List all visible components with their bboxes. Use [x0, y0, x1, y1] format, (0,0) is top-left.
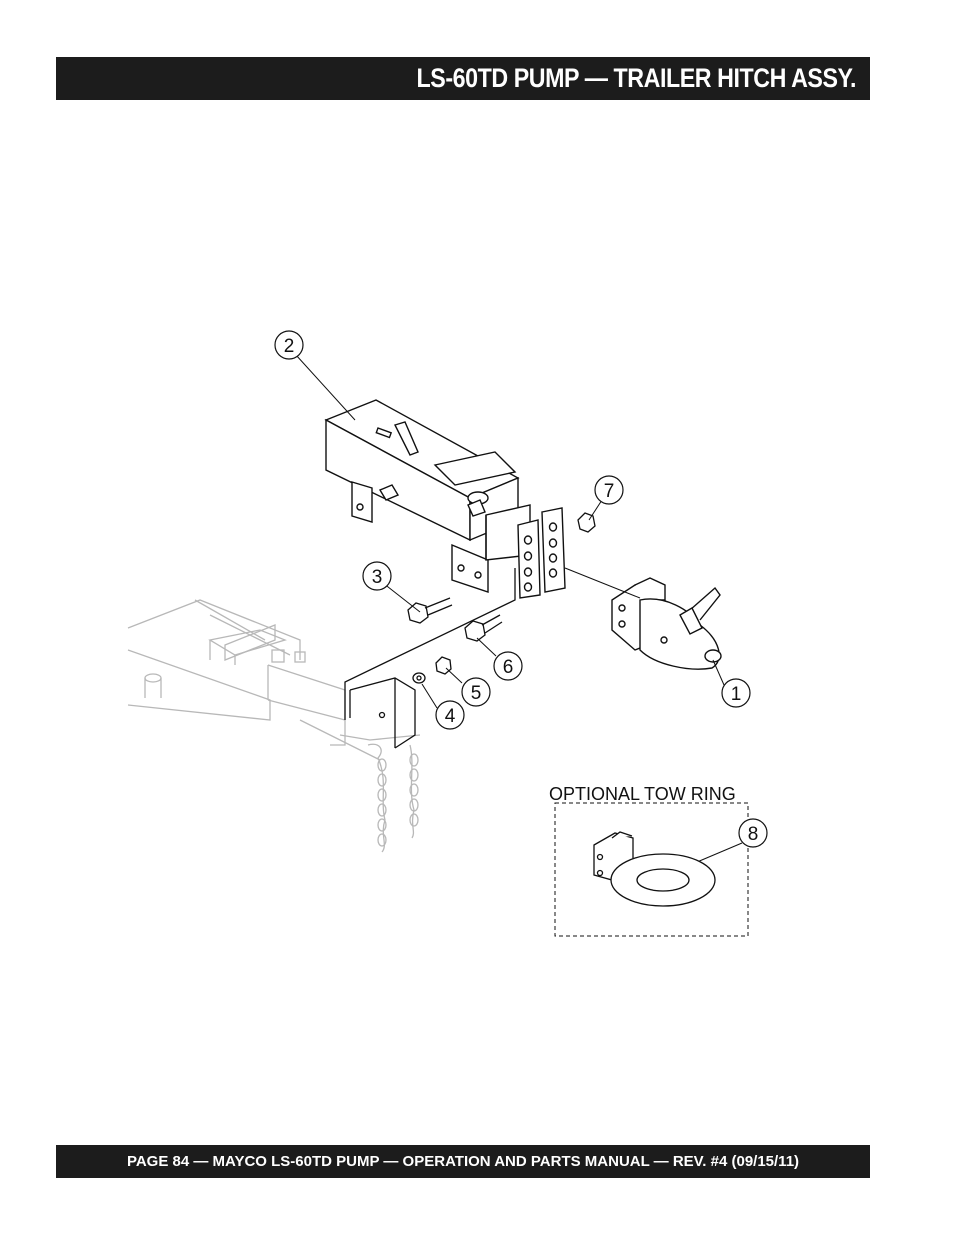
callout-1: 1 — [721, 678, 751, 708]
callout-6: 6 — [493, 651, 523, 681]
svg-text:3: 3 — [372, 567, 383, 588]
svg-text:2: 2 — [284, 336, 295, 357]
trailer-frame — [127, 599, 421, 853]
page-footer-text: PAGE 84 — MAYCO LS-60TD PUMP — OPERATION… — [126, 1153, 800, 1170]
page-title: LS-60TD PUMP — TRAILER HITCH ASSY. — [416, 63, 856, 93]
svg-text:4: 4 — [445, 706, 456, 727]
callout-3: 3 — [362, 561, 392, 591]
callout-5: 5 — [461, 677, 491, 707]
mounting-plates — [517, 507, 566, 599]
svg-text:7: 7 — [604, 481, 615, 502]
page-footer-bar: PAGE 84 — MAYCO LS-60TD PUMP — OPERATION… — [56, 1145, 870, 1178]
optional-tow-ring-label: OPTIONAL TOW RING — [549, 784, 736, 804]
callout-2: 2 — [274, 330, 304, 360]
svg-text:1: 1 — [731, 684, 742, 705]
callout-7: 7 — [594, 475, 624, 505]
centerline — [564, 567, 641, 599]
svg-text:8: 8 — [748, 824, 759, 845]
receiver — [344, 568, 516, 749]
callout-8: 8 — [738, 818, 768, 848]
page-header-bar: LS-60TD PUMP — TRAILER HITCH ASSY. — [56, 57, 870, 100]
coupler — [611, 577, 722, 670]
optional-tow-ring-box: OPTIONAL TOW RING 8 — [549, 784, 768, 937]
hitch-drawbar — [324, 399, 531, 593]
callout-4: 4 — [435, 700, 465, 730]
leader-lines — [295, 354, 743, 866]
svg-text:6: 6 — [503, 657, 514, 678]
svg-text:5: 5 — [471, 683, 482, 704]
